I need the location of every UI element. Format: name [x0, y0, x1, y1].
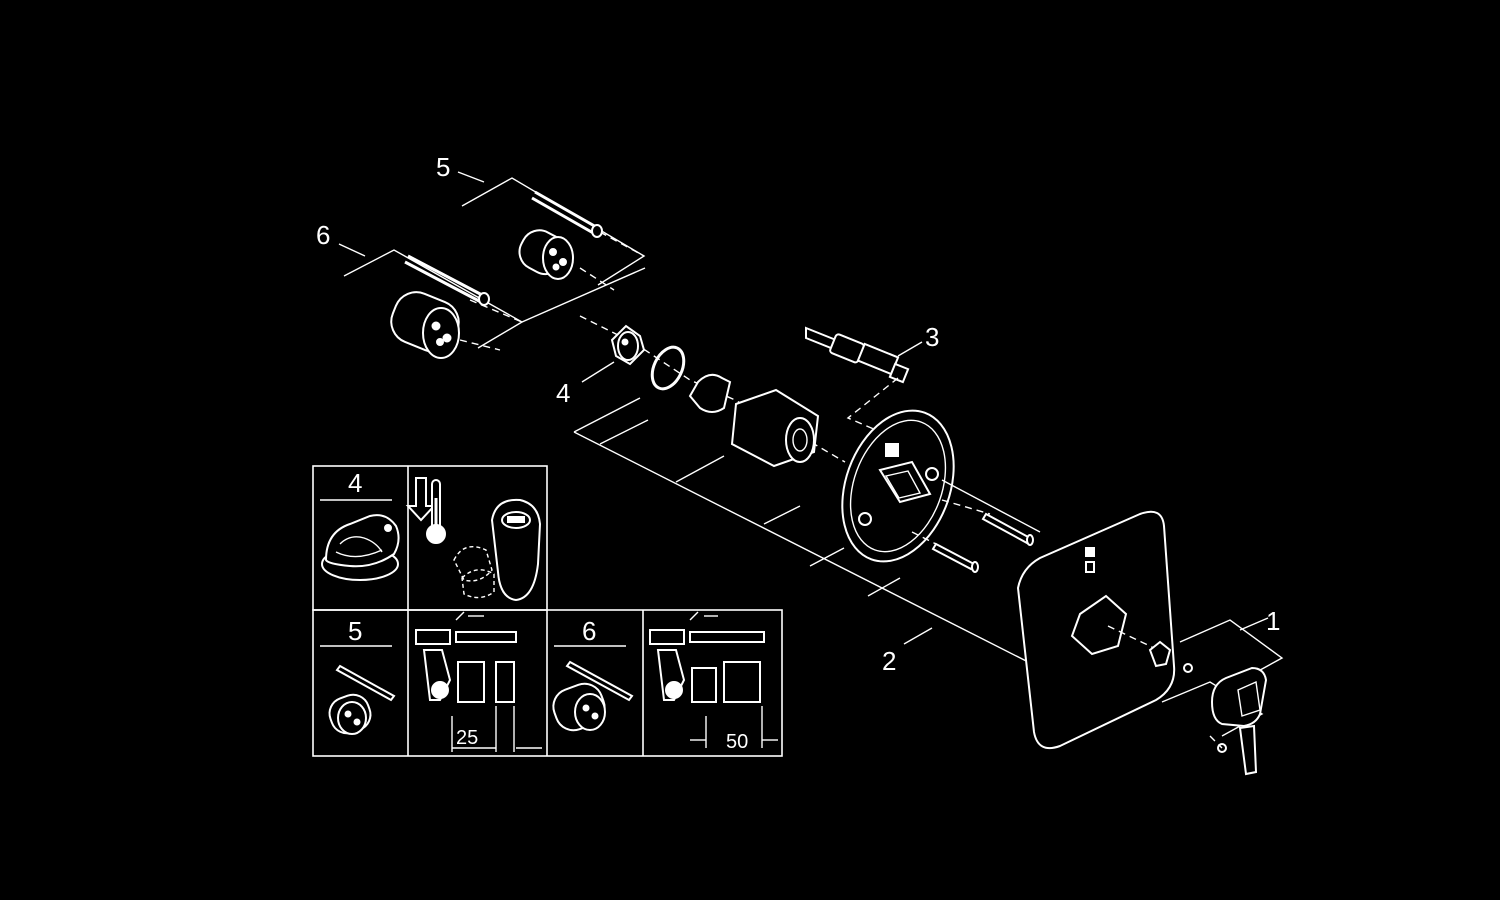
part-6-extension-set	[338, 243, 646, 359]
callout-4: 4	[556, 378, 570, 408]
part-5-extension-set	[457, 171, 646, 291]
inset-panel-dim-50: 50	[649, 611, 778, 753]
inset-panel-dim-25: 25	[415, 611, 542, 752]
arrow-down-icon	[405, 477, 437, 522]
svg-text:6: 6	[582, 616, 596, 646]
part-3-spindle	[805, 326, 923, 431]
dimension-50: 50	[726, 731, 748, 753]
mounting-plate	[841, 409, 955, 563]
inset-panel-temperature	[405, 477, 542, 602]
info-inset: 4 5	[312, 465, 783, 757]
part-4-cartridge-set	[579, 315, 846, 468]
callout-3: 3	[925, 322, 939, 352]
svg-text:5: 5	[348, 616, 362, 646]
callout-6: 6	[316, 220, 330, 250]
inset-panel-6: 6	[552, 616, 634, 732]
dimension-25: 25	[456, 727, 478, 749]
svg-text:4: 4	[348, 468, 362, 498]
thermometer-icon	[426, 479, 446, 544]
callout-2: 2	[882, 646, 896, 676]
escutcheon-plate	[1016, 510, 1176, 750]
callout-5: 5	[436, 152, 450, 182]
part-1-handle	[1148, 617, 1284, 776]
inset-panel-4: 4	[320, 468, 400, 581]
inset-panel-5: 5	[320, 616, 396, 735]
part-2-bracket-lines	[573, 397, 1061, 669]
mounting-screws	[911, 499, 1034, 573]
callout-1: 1	[1266, 606, 1280, 636]
